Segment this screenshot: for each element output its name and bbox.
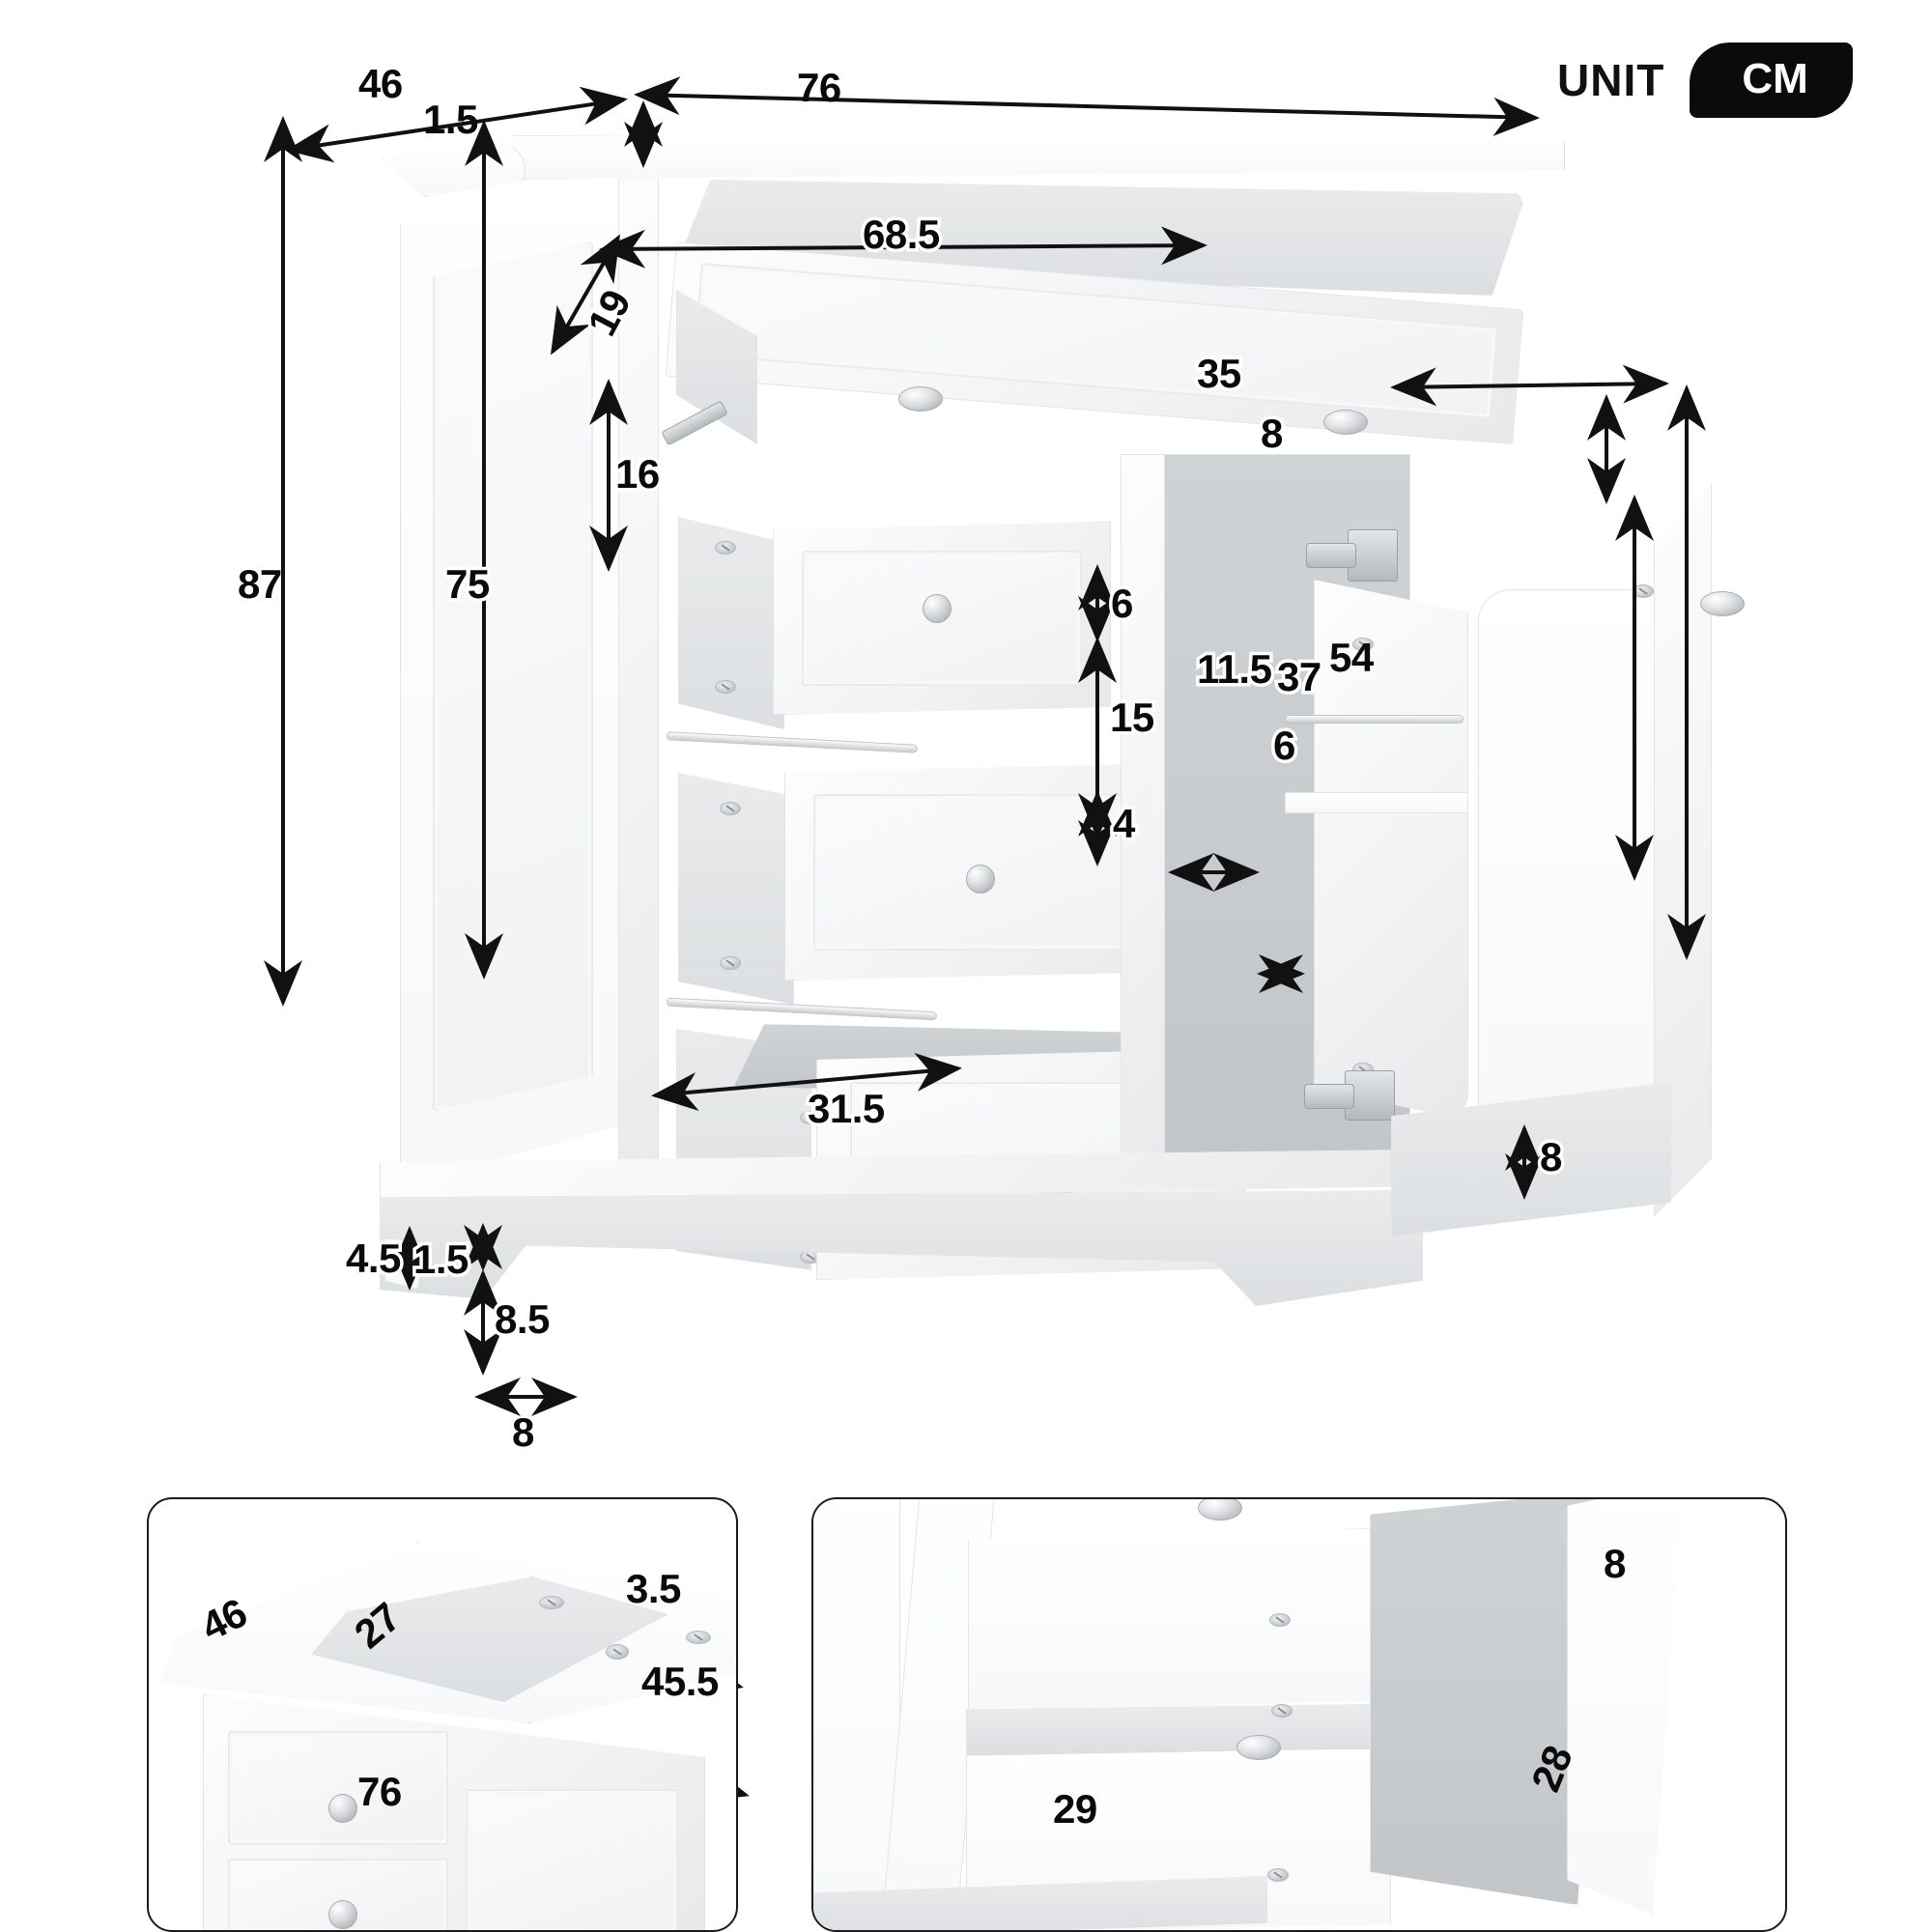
dim-foot-width: 8 — [512, 1409, 534, 1455]
unit-badge: UNIT CM — [1557, 43, 1853, 118]
dim-door-bottom-offset: 8 — [1537, 1133, 1566, 1180]
dim-door-width: 35 — [1194, 350, 1245, 397]
drawer-2-knob — [966, 865, 995, 894]
inset-faucet-hole-left — [539, 1596, 564, 1609]
inset-dim-drawer-inner-height: 8 — [1604, 1541, 1626, 1586]
flip-drawer-knob-left — [898, 386, 943, 412]
drawer-2-screw-bottom — [720, 956, 741, 970]
dim-door-inner-height: 37 — [1274, 653, 1325, 700]
dim-drawer-front-height: 16 — [612, 450, 664, 497]
inset-card-countertop: 46 27 3.5 45.5 76 — [147, 1497, 738, 1932]
inset-drawer-knob-bottom — [1236, 1735, 1281, 1760]
inset-faucet-hole-right — [686, 1631, 711, 1644]
right-door-hinge-screw-top — [1352, 638, 1374, 651]
inset-drawer-box-upper — [968, 1528, 1374, 1712]
dim-plinth-height: 4.5 — [343, 1235, 405, 1282]
door-hinge-upper-arm — [1306, 543, 1356, 568]
inset-drawer-knob-1 — [328, 1794, 357, 1823]
unit-value-pill: CM — [1690, 43, 1853, 118]
cabinet-center-divider — [1121, 454, 1165, 1188]
countertop-slab — [400, 135, 1565, 180]
dim-door-edge-width: 6 — [1270, 722, 1299, 769]
inset-dim-faucet-hole: 3.5 — [626, 1566, 681, 1611]
cabinet-toe-kick — [380, 1190, 1423, 1306]
inset-drawer-knob-2 — [328, 1900, 357, 1929]
drawer-1-front-inset — [802, 551, 1082, 686]
inset-drawer-runner — [966, 1704, 1381, 1756]
dim-shelf-upper-gap: 6 — [1108, 580, 1137, 627]
dim-countertop-thickness: 1.5 — [423, 97, 478, 142]
dim-base-board-thickness: 1.5 — [411, 1236, 472, 1283]
door-shelf-rail — [1285, 715, 1463, 724]
dim-door-height: 54 — [1329, 635, 1374, 680]
dim-flip-drawer-width: 68.5 — [860, 211, 944, 258]
inset-drain-hole — [606, 1644, 629, 1660]
flip-drawer-slide-bracket — [661, 400, 728, 446]
dim-toe-kick-height: 8.5 — [492, 1295, 554, 1343]
dim-bottom-drawer-width: 31.5 — [805, 1085, 889, 1132]
left-side-inset-panel — [433, 242, 593, 1111]
inset-door-front — [466, 1789, 678, 1930]
flip-drawer-knob-right — [1323, 410, 1368, 435]
inset-drawer-left-panel — [813, 1499, 900, 1930]
dim-shelf-lower-gap: 4 — [1110, 800, 1139, 847]
right-door-outer-leaf — [1478, 589, 1657, 1121]
dim-depth-top: 46 — [358, 61, 403, 106]
drawer-2-slide-rail — [666, 997, 938, 1021]
inset-dim-drawer-inner-width: 29 — [1053, 1786, 1097, 1832]
countertop-edge-lip — [381, 143, 526, 197]
dim-shelf-mid-gap: 15 — [1107, 694, 1158, 741]
door-inner-shelf — [1285, 792, 1468, 813]
dim-overall-height: 87 — [238, 561, 282, 607]
inset-drawer-knob-top — [1198, 1499, 1242, 1520]
inset-dim-countertop-width: 76 — [357, 1769, 402, 1814]
unit-label: UNIT — [1557, 55, 1665, 105]
door-hinge-lower-arm — [1304, 1084, 1354, 1109]
drawer-2-screw-top — [720, 802, 741, 815]
drawer-1-screw-bottom — [715, 680, 736, 694]
drawer-1-screw-top — [715, 541, 736, 554]
right-door-face-screw — [1633, 584, 1654, 598]
inset-drawer-screw-lower — [1271, 1704, 1293, 1718]
inset-card-drawer: 29 8 28 — [811, 1497, 1787, 1932]
dim-door-top-offset: 8 — [1258, 410, 1287, 457]
right-door-knob — [1700, 591, 1745, 616]
drawer-1-knob — [923, 594, 952, 623]
dim-overall-width: 76 — [797, 65, 841, 110]
drawer-1-slide-rail — [666, 731, 919, 753]
inset-drawer-screw-upper — [1269, 1613, 1291, 1627]
dim-cabinet-body-height: 75 — [442, 560, 494, 608]
right-door-inner-leaf — [1314, 580, 1468, 1121]
inset-drawer-screw-bottom — [1267, 1868, 1289, 1882]
inset-drawer-front-1 — [228, 1731, 448, 1845]
inset-dim-basin-width: 45.5 — [641, 1659, 719, 1704]
dim-inner-shelf-width: 11.5 — [1193, 645, 1275, 693]
